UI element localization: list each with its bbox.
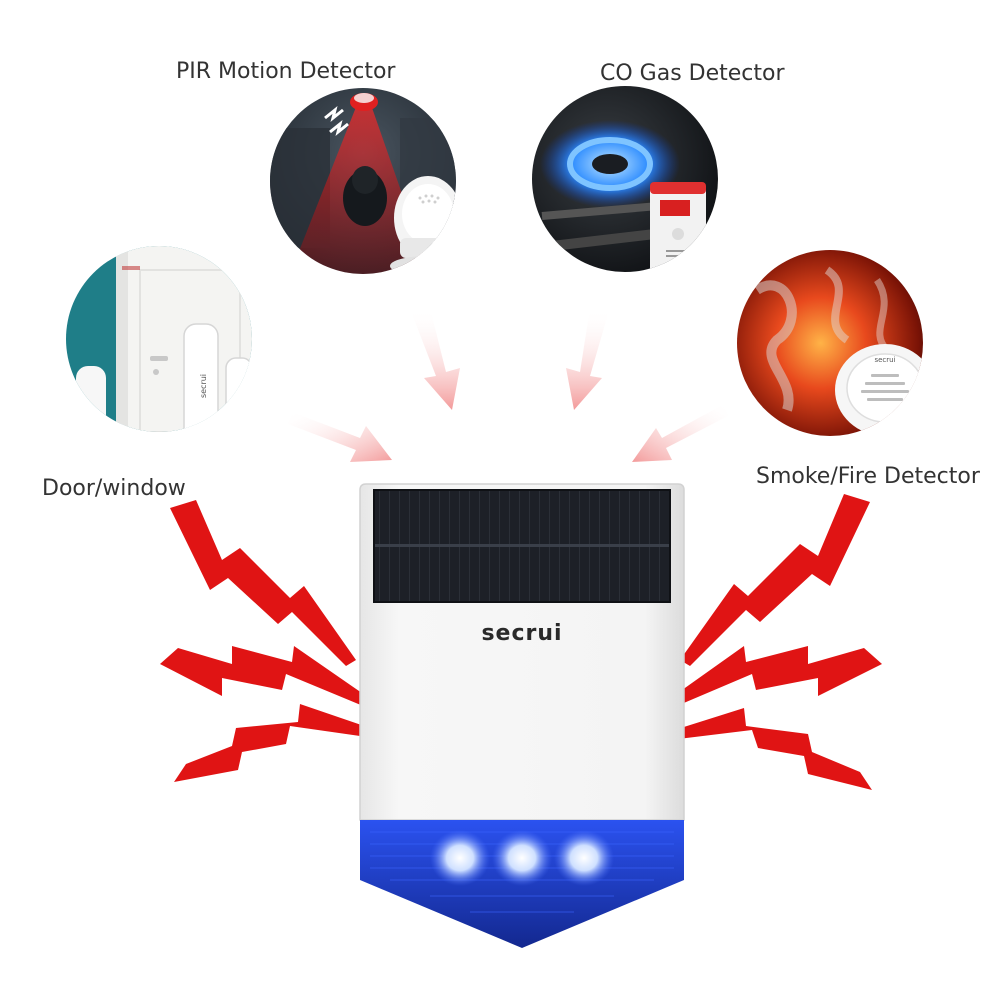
solar-panel bbox=[373, 489, 671, 603]
alarm-bolt-left-top bbox=[170, 500, 356, 666]
arrow-from-pir bbox=[412, 308, 460, 410]
alarm-bolt-right-middle bbox=[668, 646, 882, 708]
label-door-window: Door/window bbox=[42, 476, 186, 501]
alarm-bolt-right-top bbox=[680, 494, 870, 666]
label-smoke-fire-detector: Smoke/Fire Detector bbox=[756, 464, 980, 489]
co-detector-image bbox=[532, 86, 718, 272]
siren-leds bbox=[430, 830, 614, 886]
solar-siren: secrui bbox=[359, 483, 685, 948]
arrow-from-co bbox=[566, 308, 608, 410]
arrow-from-door bbox=[288, 412, 392, 462]
smoke-detector-brand: secrui bbox=[874, 356, 895, 364]
siren-brand-logo: secrui bbox=[481, 621, 562, 646]
alarm-bolt-right-bottom bbox=[668, 708, 872, 790]
label-pir-motion-detector: PIR Motion Detector bbox=[176, 59, 396, 84]
door-sensor-brand: secrui bbox=[199, 374, 208, 398]
arrow-from-smoke bbox=[632, 404, 728, 462]
door-sensor-image: secrui bbox=[66, 246, 252, 432]
pir-sensor-image bbox=[270, 88, 456, 274]
alarm-bolt-left-middle bbox=[160, 646, 372, 708]
label-co-gas-detector: CO Gas Detector bbox=[600, 61, 785, 86]
alarm-bolt-left-bottom bbox=[174, 704, 376, 782]
